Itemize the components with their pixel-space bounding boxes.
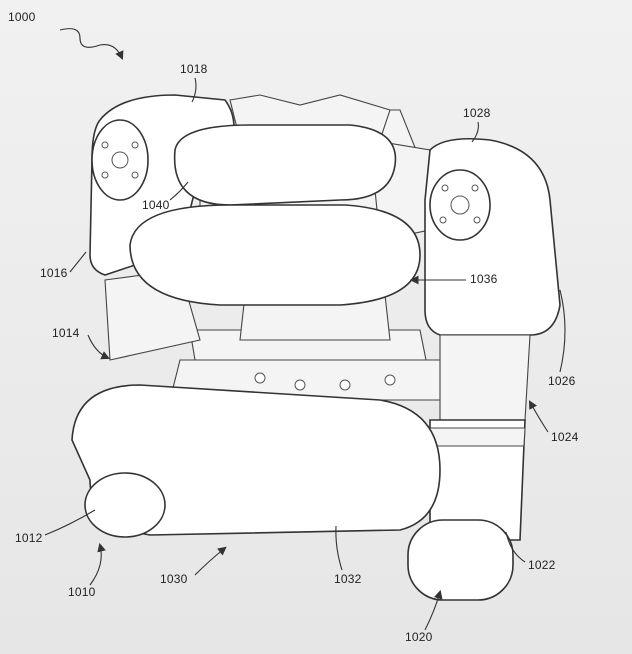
label-1032: 1032 [334,572,362,586]
label-1000: 1000 [8,10,36,24]
label-1028: 1028 [463,106,491,120]
label-1036: 1036 [470,272,498,286]
label-1040: 1040 [142,198,170,212]
label-1030: 1030 [160,572,188,586]
lower-actuator [71,384,441,538]
right-upper-leg [424,137,561,426]
leader-lines [44,28,566,631]
label-1010: 1010 [68,585,96,599]
upper-actuators [129,124,421,306]
right-lower-leg [407,419,526,601]
label-1014: 1014 [52,326,80,340]
label-1018: 1018 [180,62,208,76]
label-1022: 1022 [528,558,556,572]
label-1026: 1026 [548,374,576,388]
label-1024: 1024 [551,430,579,444]
label-1020: 1020 [405,630,433,644]
label-1012: 1012 [15,531,43,545]
label-1016: 1016 [40,266,68,280]
